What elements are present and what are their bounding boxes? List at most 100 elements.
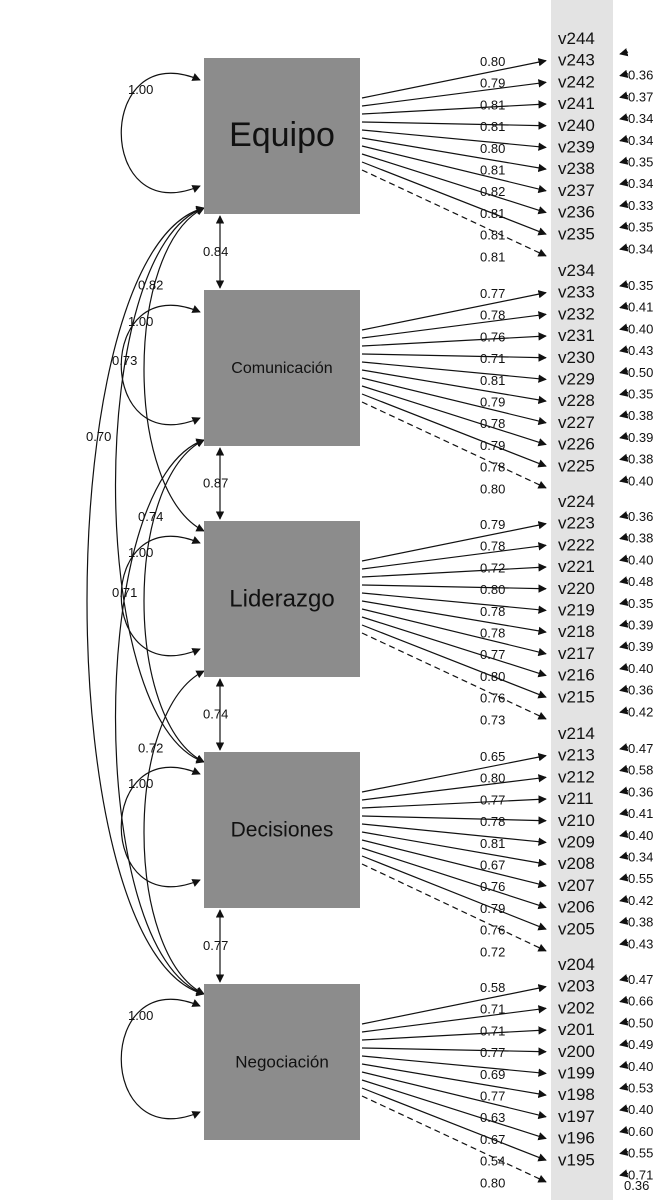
factor-box xyxy=(204,58,360,214)
loading-arrow xyxy=(361,377,547,426)
indicator-label: v196 xyxy=(558,1129,595,1148)
indicator-label: v203 xyxy=(558,977,595,996)
residual-arrow xyxy=(619,873,629,882)
residual-label: 0.35 xyxy=(628,220,653,235)
loading-label: 0.80 xyxy=(480,771,505,786)
residual-label: 0.47 xyxy=(628,972,653,987)
loading-arrow xyxy=(361,600,547,635)
residual-arrow xyxy=(619,995,629,1004)
loading-label: 0.81 xyxy=(480,119,505,134)
loading-arrow xyxy=(361,592,547,614)
residual-label: 0.36 xyxy=(628,683,653,698)
indicator-label: v210 xyxy=(558,811,595,830)
residual-arrow xyxy=(619,532,629,541)
factor-label: Equipo xyxy=(229,116,335,154)
loading-label: 0.81 xyxy=(480,228,505,243)
correlation-label: 0.72 xyxy=(138,741,163,756)
residual-label: 0.35 xyxy=(628,596,653,611)
loading-arrow xyxy=(361,542,547,570)
loading-arrow xyxy=(361,984,547,1025)
loading-label: 0.81 xyxy=(480,97,505,112)
residual-arrow xyxy=(619,1104,629,1113)
residual-arrow xyxy=(619,597,629,607)
indicator-label: v225 xyxy=(558,456,595,475)
correlation-label: 0.82 xyxy=(138,278,163,293)
loading-label: 0.80 xyxy=(480,582,505,597)
residual-arrow xyxy=(619,808,629,817)
residual-label: 0.34 xyxy=(628,176,653,191)
indicator-label: v219 xyxy=(558,601,595,620)
loading-label: 0.76 xyxy=(480,691,505,706)
loading-label: 0.58 xyxy=(480,980,505,995)
loading-label: 0.63 xyxy=(480,1110,505,1125)
loading-arrow xyxy=(361,385,547,447)
indicator-label: v207 xyxy=(558,876,595,895)
loading-arrow xyxy=(361,145,547,194)
residual-label: 0.40 xyxy=(628,552,653,567)
residual-label: 0.38 xyxy=(628,408,653,423)
indicator-label: v224 xyxy=(558,492,595,511)
residual-label: 0.41 xyxy=(628,806,653,821)
loading-label: 0.76 xyxy=(480,329,505,344)
indicator-label: v238 xyxy=(558,159,595,178)
indicator-column-background xyxy=(551,0,613,1200)
loading-arrow xyxy=(361,1055,547,1077)
residual-arrow xyxy=(619,48,629,57)
indicator-label: v240 xyxy=(558,116,595,135)
loading-arrow xyxy=(361,774,547,801)
correlation-label: 0.73 xyxy=(112,353,137,368)
loading-label: 0.78 xyxy=(480,604,505,619)
loading-label: 0.78 xyxy=(480,539,505,554)
loading-arrow xyxy=(361,290,547,331)
indicator-label: v237 xyxy=(558,181,595,200)
residual-label: 0.50 xyxy=(628,1015,653,1030)
residual-label: 0.43 xyxy=(628,343,653,358)
loading-label: 0.78 xyxy=(480,308,505,323)
loading-label: 0.72 xyxy=(480,944,505,959)
self-variance-label: 1.00 xyxy=(128,545,153,560)
residual-label: 0.36 xyxy=(628,784,653,799)
loading-label: 0.80 xyxy=(480,54,505,69)
loading-label: 0.80 xyxy=(480,141,505,156)
residual-label: 0.43 xyxy=(628,936,653,951)
residual-label: 0.33 xyxy=(628,198,653,213)
residual-label: 0.34 xyxy=(628,111,653,126)
self-variance-arrow xyxy=(120,766,201,888)
indicator-label: v213 xyxy=(558,746,595,765)
residual-arrow xyxy=(619,301,629,310)
residual-arrow xyxy=(619,1017,629,1026)
self-variance-arrow xyxy=(120,535,201,657)
residual-arrow xyxy=(619,91,629,100)
indicator-label: v242 xyxy=(558,72,595,91)
correlation-label: 0.74 xyxy=(138,509,163,524)
residual-label: 0.38 xyxy=(628,531,653,546)
factor-label: Comunicación xyxy=(231,360,332,377)
loading-arrow xyxy=(361,1005,547,1033)
indicator-label: v230 xyxy=(558,348,595,367)
factor-label: Liderazgo xyxy=(229,585,334,612)
residual-arrow xyxy=(619,243,629,252)
loading-arrow xyxy=(361,632,547,720)
residual-label: 0.71 xyxy=(628,1167,653,1182)
factor-box xyxy=(204,984,360,1140)
indicator-label: v239 xyxy=(558,138,595,157)
residual-label: 0.40 xyxy=(628,661,653,676)
self-variance-label: 1.00 xyxy=(128,776,153,791)
loading-arrow xyxy=(361,855,547,931)
residual-arrow xyxy=(619,410,629,419)
residual-label: 0.38 xyxy=(628,915,653,930)
indicator-label: v243 xyxy=(558,51,595,70)
residual-arrow xyxy=(619,576,629,585)
loading-label: 0.79 xyxy=(480,517,505,532)
indicator-label: v198 xyxy=(558,1085,595,1104)
residual-arrow xyxy=(619,706,629,715)
correlation-arrow xyxy=(143,439,205,763)
loading-label: 0.77 xyxy=(480,286,505,301)
indicator-variables: v244v2430.36v2420.37v2410.34v2400.34v239… xyxy=(558,29,653,1193)
residual-label: 0.41 xyxy=(628,300,653,315)
loading-arrow xyxy=(361,795,547,809)
residual-arrow xyxy=(619,1125,629,1135)
residual-label: 0.36 xyxy=(624,1178,649,1193)
residual-label: 0.48 xyxy=(628,574,653,589)
loading-label: 0.81 xyxy=(480,373,505,388)
